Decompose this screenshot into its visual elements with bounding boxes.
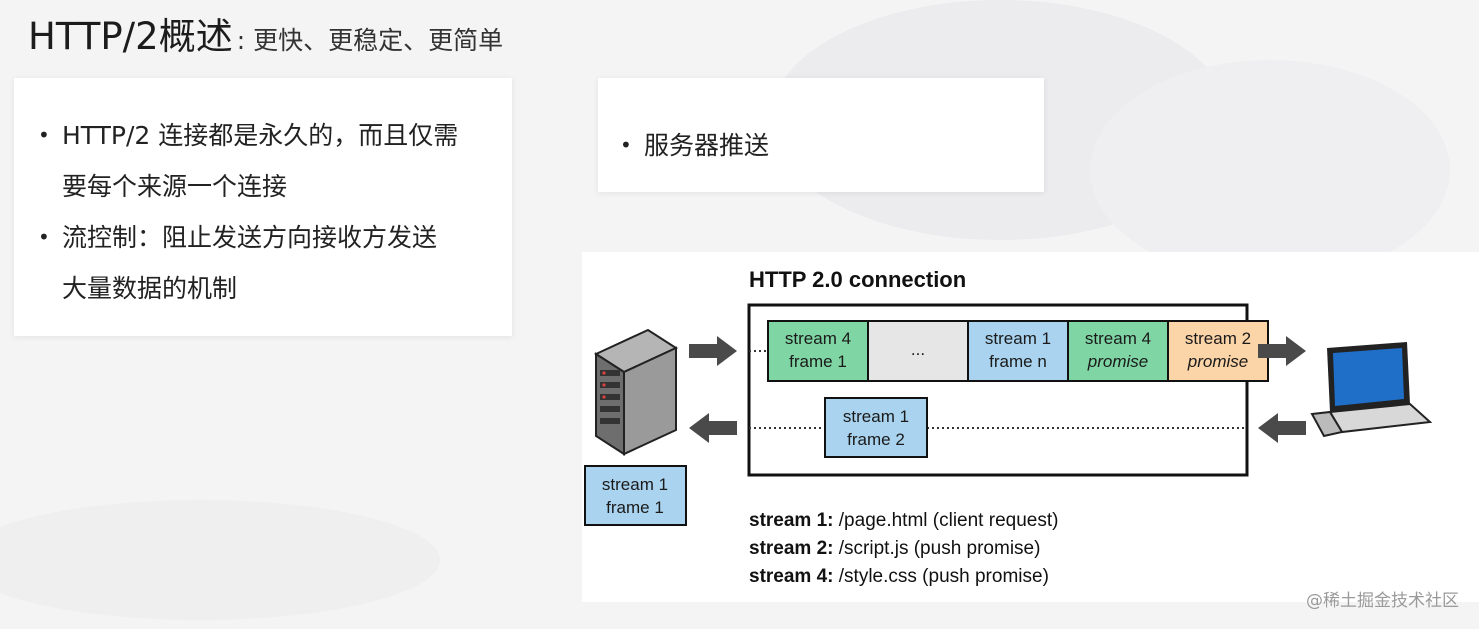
arrow-connection-to-server bbox=[689, 413, 737, 443]
frame-stream1-frame1-box bbox=[584, 465, 687, 526]
page-title-sub: : 更快、更稳定、更简单 bbox=[236, 26, 504, 55]
frame-stream1-frame1-line2: frame 1 bbox=[606, 498, 664, 517]
top-frame-3: stream 4 promise bbox=[1067, 320, 1169, 382]
top-frame-4-line2: promise bbox=[1187, 352, 1248, 371]
server-push-card: 服务器推送 bbox=[598, 78, 1044, 192]
top-frame-2-line1: stream 1 bbox=[985, 329, 1051, 348]
top-frame-2-line2: frame n bbox=[989, 352, 1047, 371]
arrow-laptop-to-connection bbox=[1258, 413, 1306, 443]
diagram-title: HTTP 2.0 connection bbox=[749, 267, 966, 292]
server-push-list: 服务器推送 bbox=[610, 120, 1032, 171]
top-frame-0-box bbox=[767, 320, 869, 382]
stream-legend: stream 1: /page.html (client request) st… bbox=[749, 510, 1058, 587]
bullet-server-push: 服务器推送 bbox=[610, 120, 1032, 171]
frame-stream1-frame1: stream 1 frame 1 bbox=[584, 465, 687, 526]
source-credit: @稀土掘金技术社区 bbox=[1306, 591, 1459, 611]
top-frame-3-line2: promise bbox=[1087, 352, 1148, 371]
frame-stream1-frame1-line1: stream 1 bbox=[602, 475, 668, 494]
frame-stream1-frame2-line2: frame 2 bbox=[847, 430, 905, 449]
legend-stream2: stream 2: /script.js (push promise) bbox=[749, 538, 1040, 559]
laptop-icon bbox=[1310, 342, 1433, 438]
http2-connection-diagram: HTTP 2.0 connection stream 4 frame 1... st… bbox=[582, 252, 1479, 602]
top-frame-4-line1: stream 2 bbox=[1185, 329, 1251, 348]
top-frame-0-line1: stream 4 bbox=[785, 329, 851, 348]
top-frame-1: ... bbox=[867, 320, 969, 382]
top-frame-3-line1: stream 4 bbox=[1085, 329, 1151, 348]
server-icon bbox=[593, 328, 679, 456]
page-title-main: HTTP/2概述 bbox=[28, 15, 233, 58]
arrow-server-to-connection bbox=[689, 336, 737, 366]
page-title: HTTP/2概述: 更快、更稳定、更简单 bbox=[28, 6, 503, 60]
arrow-connection-to-laptop bbox=[1258, 336, 1306, 366]
frame-stream1-frame2-box bbox=[824, 397, 928, 458]
top-frame-0: stream 4 frame 1 bbox=[767, 320, 869, 382]
top-frame-0-line2: frame 1 bbox=[789, 352, 847, 371]
frame-stream1-frame2-line1: stream 1 bbox=[843, 407, 909, 426]
frame-stream1-frame2: stream 1 frame 2 bbox=[824, 397, 928, 458]
diagram-svg: HTTP 2.0 connection stream 4 frame 1... st… bbox=[584, 267, 1433, 587]
top-frame-1-box bbox=[867, 320, 969, 382]
legend-stream1: stream 1: /page.html (client request) bbox=[749, 510, 1058, 531]
legend-stream4: stream 4: /style.css (push promise) bbox=[749, 566, 1049, 587]
top-frame-4: stream 2 promise bbox=[1167, 320, 1269, 382]
top-frame-2: stream 1 frame n bbox=[967, 320, 1069, 382]
top-frame-1-line1: ... bbox=[911, 340, 925, 359]
connection-box bbox=[747, 303, 1249, 477]
